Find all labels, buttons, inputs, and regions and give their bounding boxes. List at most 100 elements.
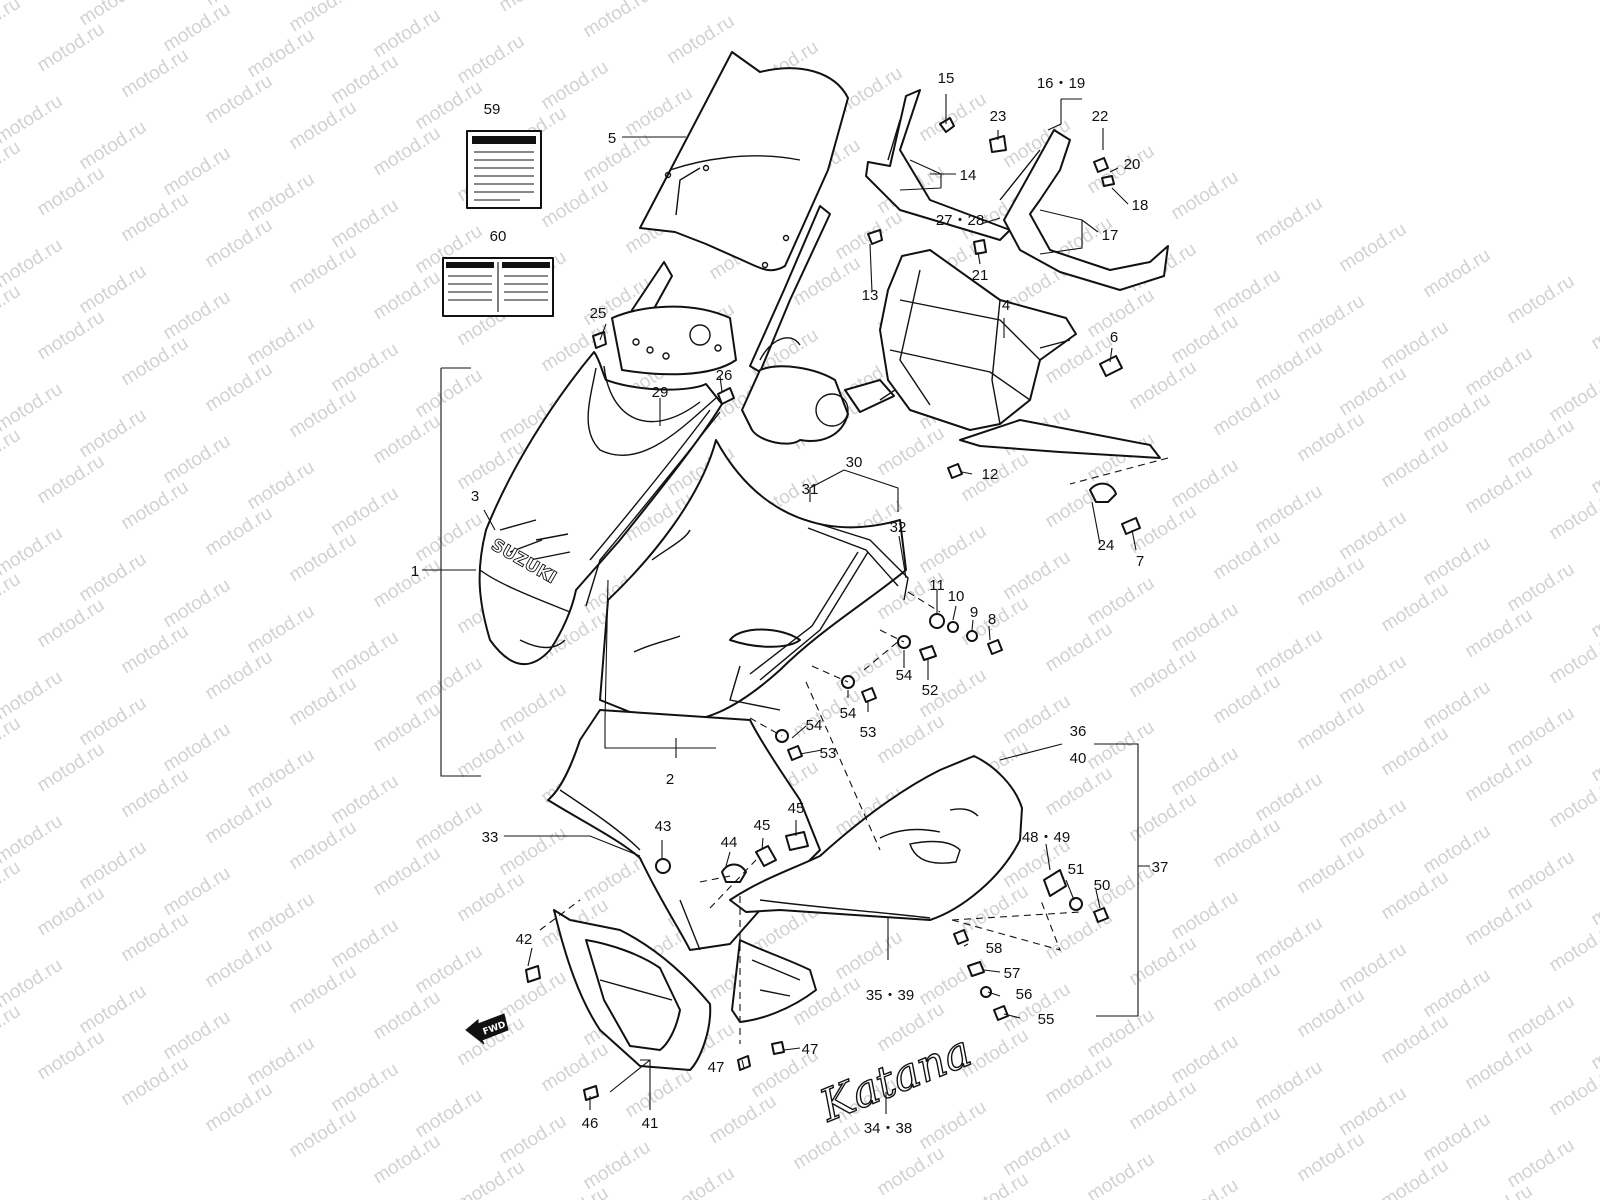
watermark-text: motod.ru [1168,743,1243,801]
watermark-text: motod.ru [160,1007,235,1065]
watermark-text: motod.ru [1546,631,1600,689]
watermark-text: motod.ru [118,765,193,823]
watermark-text: motod.ru [538,1039,613,1097]
watermark-text: motod.ru [1294,985,1369,1043]
watermark-text: motod.ru [244,25,319,83]
watermark-text: motod.ru [538,175,613,233]
watermark-text: motod.ru [1000,691,1075,749]
watermark-text: motod.ru [1000,1123,1075,1181]
label-52: 52 [922,682,939,699]
watermark-text: motod.ru [370,555,445,613]
watermark-text: motod.ru [1420,1109,1495,1167]
watermark-text: motod.ru [664,1163,739,1200]
label-44: 44 [721,834,738,851]
watermark-text: motod.ru [1420,389,1495,447]
label-22: 22 [1092,108,1109,125]
watermark-text: motod.ru [76,549,151,607]
label-21: 21 [972,267,989,284]
watermark-text: motod.ru [202,71,277,129]
watermark-text: motod.ru [160,863,235,921]
label-26: 26 [716,367,733,384]
label-48-49: 48・49 [1022,829,1070,846]
watermark-text: motod.ru [118,45,193,103]
watermark-text: motod.ru [412,509,487,567]
watermark-text: motod.ru [1504,415,1579,473]
watermark-text: motod.ru [1042,619,1117,677]
label-57: 57 [1004,965,1021,982]
watermark-text: motod.ru [580,0,655,42]
mirror-right [999,129,1169,291]
watermark-text: motod.ru [1588,585,1600,643]
watermark-text: motod.ru [370,123,445,181]
watermark-text: motod.ru [328,195,403,253]
watermark-text: motod.ru [244,601,319,659]
watermark-text: motod.ru [790,1117,865,1175]
watermark-text: motod.ru [160,575,235,633]
watermark-text: motod.ru [1210,265,1285,323]
label-23: 23 [990,108,1007,125]
watermark-text: motod.ru [1168,167,1243,225]
label-7: 7 [1136,553,1144,570]
watermark-text: motod.ru [874,711,949,769]
watermark-text: motod.ru [916,1097,991,1155]
label-42: 42 [516,931,533,948]
watermark-text: motod.ru [118,621,193,679]
watermark-text: motod.ru [34,451,109,509]
watermark-text: motod.ru [1336,1083,1411,1141]
watermark-text: motod.ru [1588,1161,1600,1200]
watermark-text: motod.ru [244,889,319,947]
watermark-text: motod.ru [1084,1005,1159,1063]
watermark-text: motod.ru [1252,481,1327,539]
watermark-text: motod.ru [1504,559,1579,617]
watermark-text: motod.ru [0,425,24,483]
watermark-text: motod.ru [1378,1155,1453,1200]
watermark-text: motod.ru [1378,435,1453,493]
watermark-text: motod.ru [1336,363,1411,421]
watermark-text: motod.ru [160,719,235,777]
watermark-text: motod.ru [1546,369,1600,427]
label-27-28: 27・28 [936,212,984,229]
watermark-text: motod.ru [1210,959,1285,1017]
watermark-text: motod.ru [1252,193,1327,251]
watermark-text: motod.ru [1210,527,1285,585]
watermark-text: motod.ru [34,739,109,797]
watermark-text: motod.ru [244,457,319,515]
watermark-text: motod.ru [1042,763,1117,821]
watermark-text: motod.ru [916,521,991,579]
watermark-text: motod.ru [1210,383,1285,441]
watermark-text: motod.ru [370,987,445,1045]
watermark-text: motod.ru [454,1157,529,1200]
label-59: 59 [484,101,501,118]
watermark-text: motod.ru [1294,409,1369,467]
watermark-text: motod.ru [118,189,193,247]
watermark-text: motod.ru [0,137,24,195]
watermark-text: motod.ru [1462,749,1537,807]
watermark-text: motod.ru [1504,991,1579,1049]
watermark-text: motod.ru [1294,553,1369,611]
watermark-text: motod.ru [1000,547,1075,605]
watermark-text: motod.ru [76,837,151,895]
watermark-text: motod.ru [34,19,109,77]
upper-bracket-frame [879,249,1161,459]
watermark-text: motod.ru [328,339,403,397]
label-11: 11 [929,577,945,594]
watermark-text: motod.ru [202,647,277,705]
watermark-text: motod.ru [874,1143,949,1200]
watermark-text: motod.ru [34,595,109,653]
watermark-text: motod.ru [1084,1149,1159,1200]
watermark-text: motod.ru [1420,965,1495,1023]
watermark-text: motod.ru [328,1059,403,1117]
label-55: 55 [1038,1011,1055,1028]
watermark-text: motod.ru [1546,487,1600,545]
watermark-text: motod.ru [1462,343,1537,401]
watermark-text: motod.ru [1252,1057,1327,1115]
warning-label-60 [442,257,554,317]
watermark-text: motod.ru [370,267,445,325]
screen-bracket-left [611,261,737,376]
watermark-text: motod.ru [1168,1031,1243,1089]
label-25: 25 [590,305,607,322]
label-13: 13 [862,287,879,304]
watermark-text: motod.ru [1168,455,1243,513]
label-33: 33 [482,829,499,846]
